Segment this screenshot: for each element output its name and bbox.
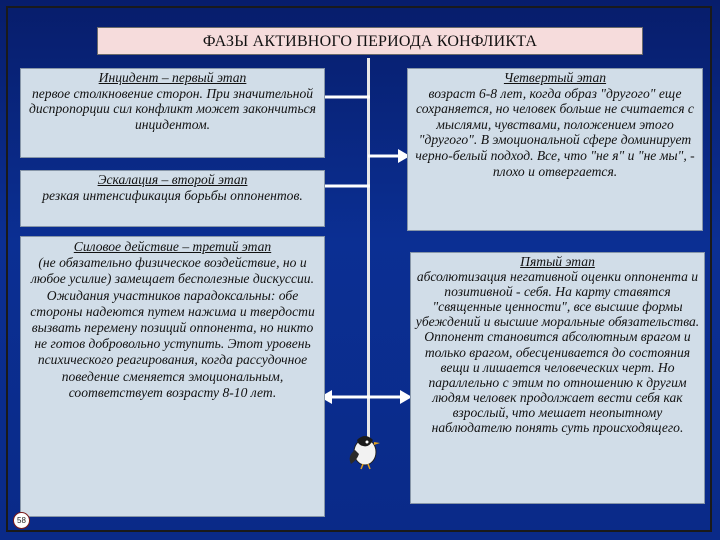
- stage-third-text: (не обязательно физическое воздействие, …: [30, 255, 315, 400]
- stage-fourth-text: возраст 6-8 лет, когда образ "другого" е…: [415, 85, 695, 179]
- stage-fifth-heading: Пятый этап: [520, 254, 595, 269]
- stage-first-text: первое столкновение сторон. При значител…: [28, 85, 317, 132]
- double-arrow-third-fifth: [320, 390, 412, 404]
- stage-fifth-text: абсолютизация негативной оценки оппонент…: [415, 269, 700, 436]
- stage-second-text: резкая интенсификация борьбы оппонентов.: [42, 187, 303, 203]
- arrow-to-fourth-stage: [368, 149, 410, 163]
- stage-first-box: Инцидент – первый этап первое столкновен…: [20, 68, 325, 158]
- slide-title: ФАЗЫ АКТИВНОГО ПЕРИОДА КОНФЛИКТА: [97, 27, 643, 55]
- stage-fifth-box: Пятый этап абсолютизация негативной оцен…: [410, 252, 705, 504]
- stage-first-heading: Инцидент – первый этап: [98, 70, 247, 85]
- stage-third-box: Силовое действие – третий этап (не обяза…: [20, 236, 325, 517]
- stage-fourth-box: Четвертый этап возраст 6-8 лет, когда об…: [407, 68, 703, 231]
- page-number-badge: 58: [13, 512, 30, 529]
- stage-second-box: Эскалация – второй этап резкая интенсифи…: [20, 170, 325, 227]
- bird-illustration: [349, 436, 380, 470]
- stage-fourth-heading: Четвертый этап: [503, 70, 607, 85]
- slide-frame: [6, 6, 712, 532]
- stage-third-heading: Силовое действие – третий этап: [73, 239, 272, 254]
- central-timeline: [367, 58, 370, 462]
- stage-second-heading: Эскалация – второй этап: [97, 172, 248, 187]
